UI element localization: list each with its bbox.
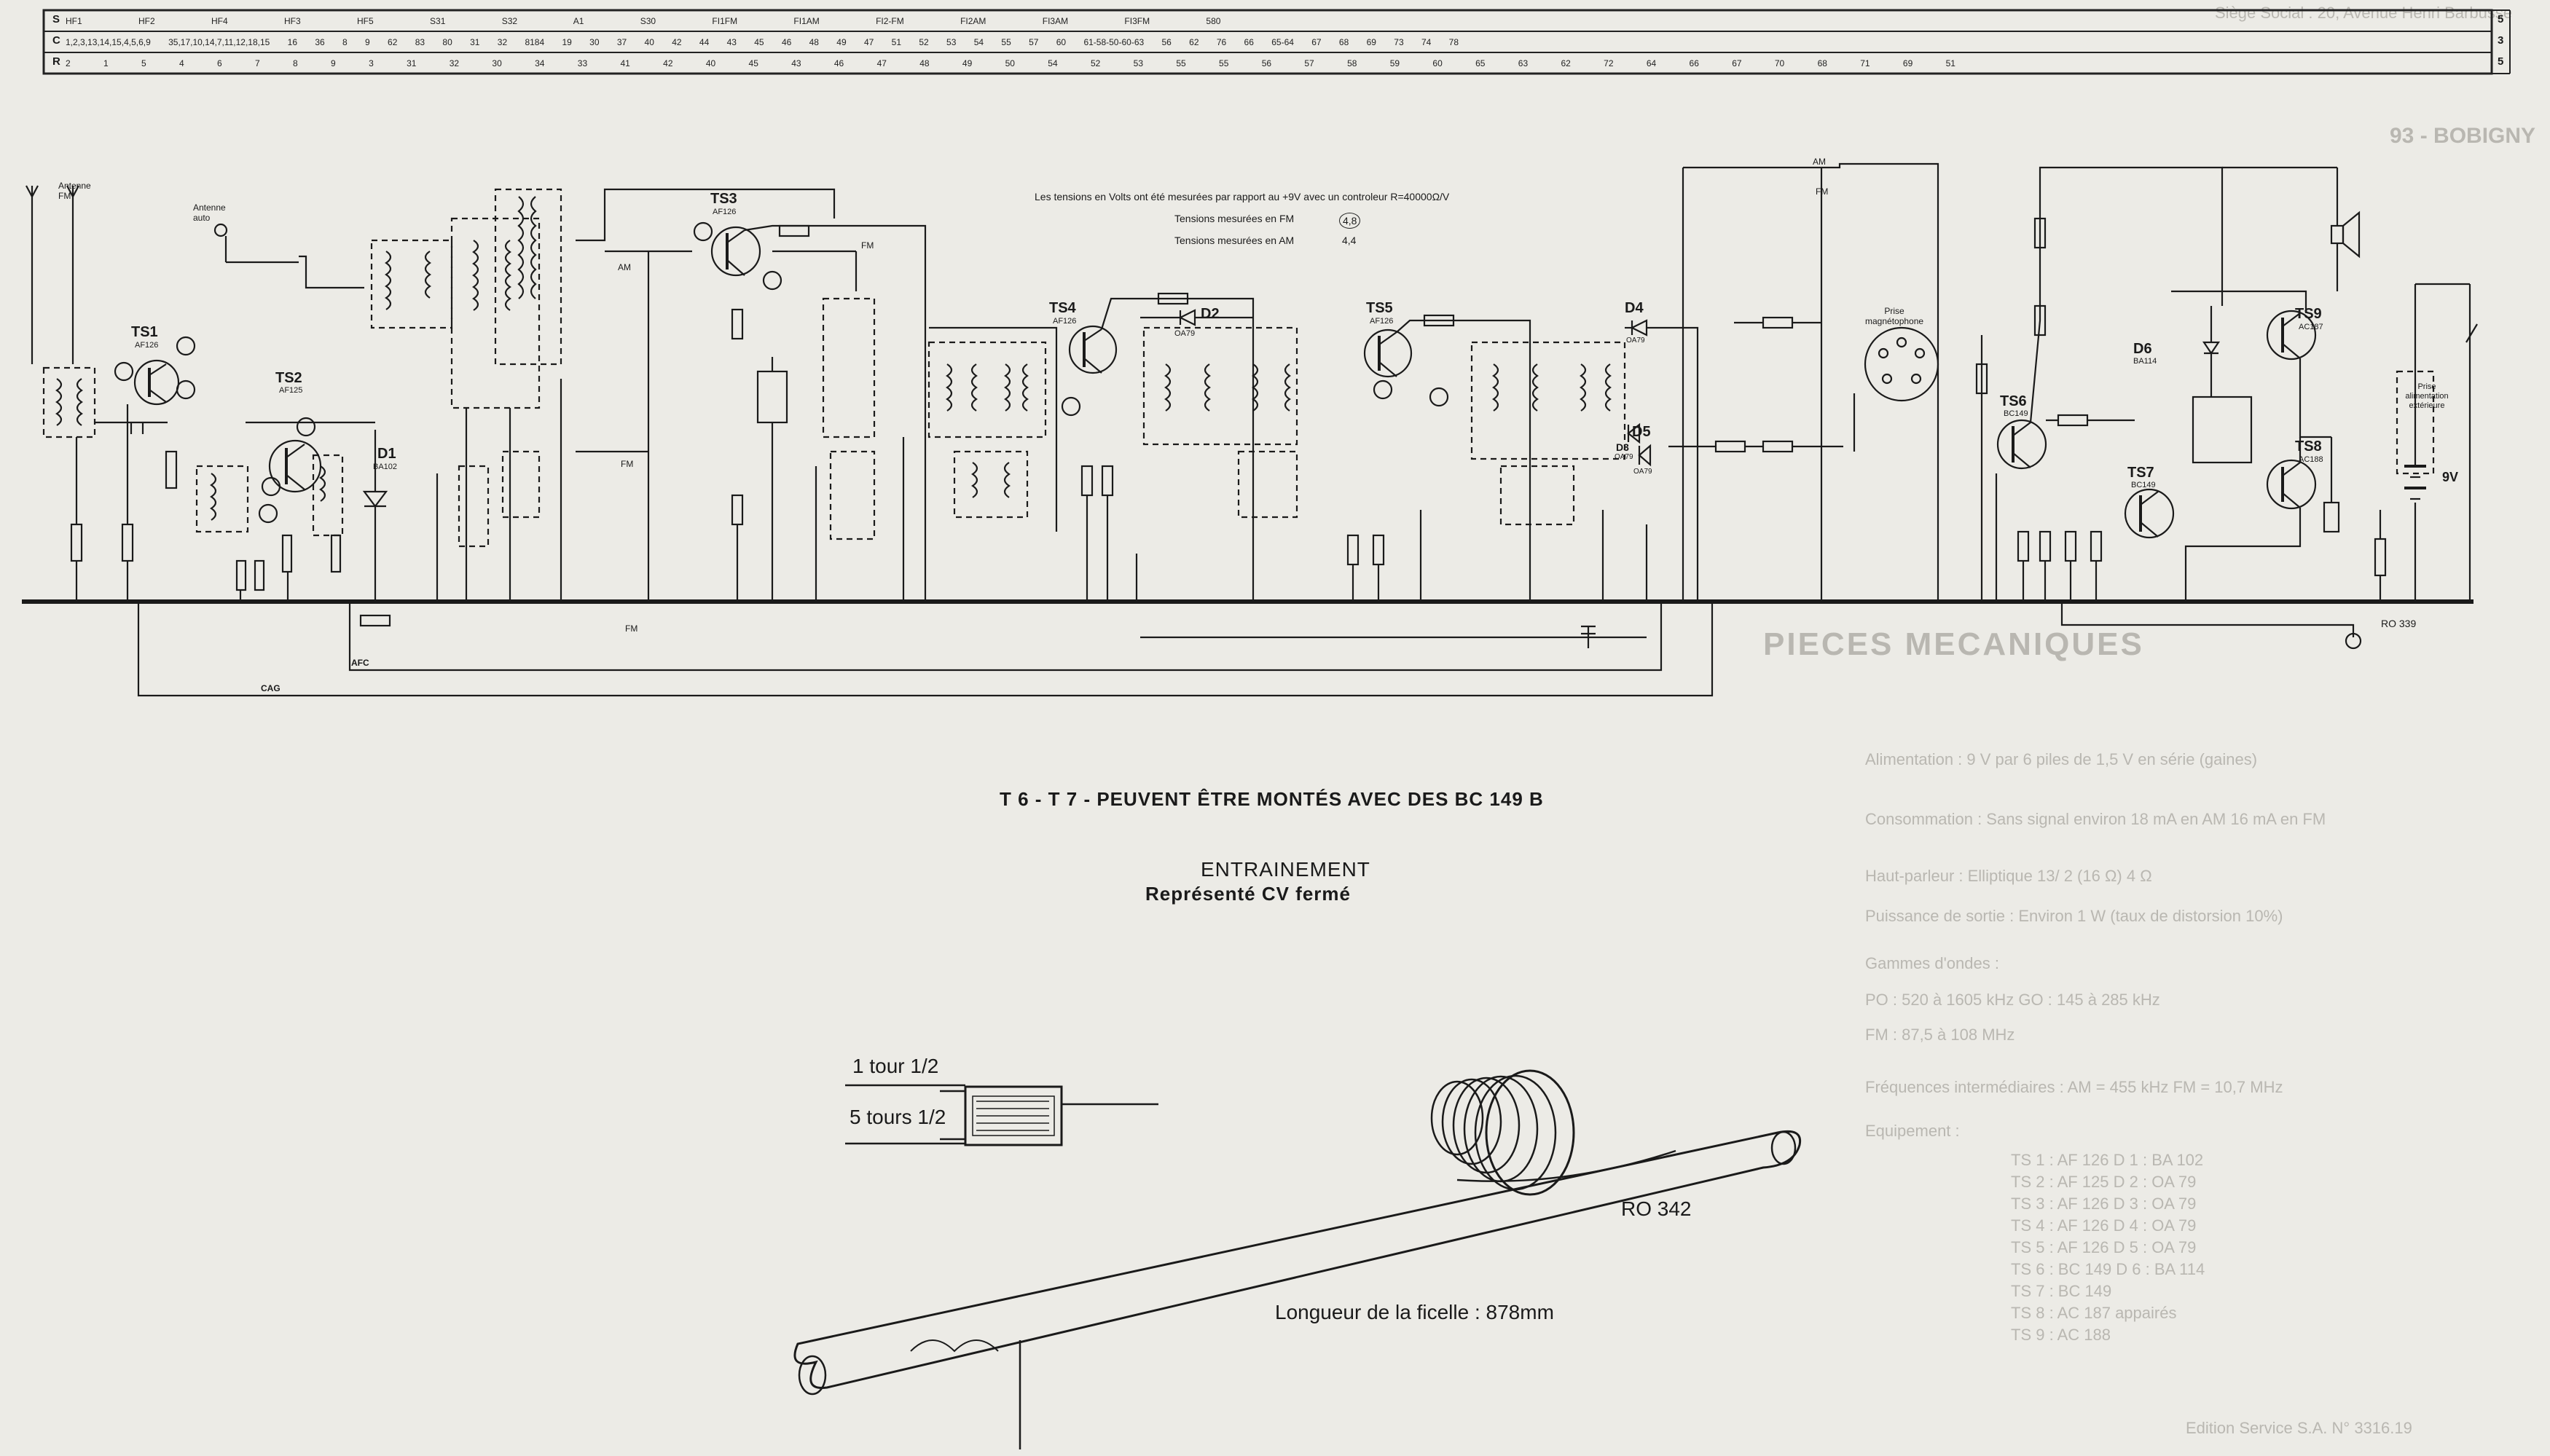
transistor-type: BC149 — [2004, 409, 2028, 418]
transistor-label: TS1 — [131, 324, 158, 340]
transistor-type: AF126 — [1370, 317, 1394, 326]
ghost-line: 93 - BOBIGNY — [2390, 124, 2536, 148]
ghost-line: TS 8 : AC 187 appairés — [2011, 1304, 2177, 1322]
ghost-line: Gammes d'ondes : — [1865, 954, 1999, 972]
ro-code-label: RO 339 — [2381, 618, 2417, 629]
diode-label: D6 — [2133, 341, 2152, 357]
strip-row-label: 3 — [2498, 34, 2504, 47]
diode-type: OA79 — [1633, 468, 1652, 476]
ghost-line: TS 3 : AF 126 D 3 : OA 79 — [2011, 1195, 2197, 1213]
transistor-label: TS5 — [1366, 300, 1393, 316]
transistor-label: TS2 — [275, 370, 302, 386]
strip-row-label: 5 — [2498, 13, 2504, 25]
transistor-label: TS3 — [710, 191, 737, 207]
diode-label: D2 — [1201, 306, 1220, 322]
strip-row-label: S — [52, 13, 60, 25]
transistor-substitution-note: T 6 - T 7 - PEUVENT ÊTRE MONTÉS AVEC DES… — [1000, 788, 1544, 810]
transistor-type: AF126 — [1053, 317, 1077, 326]
transistor-label: TS6 — [2000, 393, 2027, 409]
part-ref: RO 342 — [1621, 1197, 1692, 1220]
ghost-line: TS 7 : BC 149 — [2011, 1282, 2112, 1300]
transistor-label: TS7 — [2127, 465, 2154, 481]
strip-row-label: C — [52, 34, 60, 47]
diode-type: OA79 — [1626, 337, 1645, 345]
transistor-label: TS8 — [2295, 438, 2322, 454]
spool-label-1: 1 tour 1/2 — [852, 1055, 939, 1077]
fm-switch-label: FM — [861, 240, 874, 251]
fm-switch-label: FM — [1816, 186, 1829, 197]
voltage-note: Les tensions en Volts ont été mesurées p… — [1035, 191, 1450, 202]
ghost-line: FM : 87,5 à 108 MHz — [1865, 1026, 2015, 1044]
ghost-line: Fréquences intermédiaires : AM = 455 kHz… — [1865, 1078, 2283, 1096]
transistor-label: TS4 — [1049, 300, 1076, 316]
diode-label: D3 — [1616, 441, 1629, 453]
ghost-line: TS 5 : AF 126 D 5 : OA 79 — [2011, 1238, 2197, 1256]
tape-socket-label: Prise magnétophone — [1865, 306, 1924, 326]
ghost-line: TS 1 : AF 126 D 1 : BA 102 — [2011, 1151, 2204, 1169]
diode-type: BA114 — [2133, 357, 2157, 366]
ghost-line: TS 6 : BC 149 D 6 : BA 114 — [2011, 1260, 2205, 1278]
fm-switch-label: FM — [625, 623, 638, 634]
drive-diagram — [793, 1069, 1802, 1449]
antenna-auto-label: Antenne auto — [193, 202, 226, 223]
drive-subtitle: Représenté CV fermé — [1145, 883, 1351, 905]
ghost-line: Equipement : — [1865, 1122, 1960, 1140]
transistor-type: AC188 — [2299, 455, 2323, 464]
diode-type: BA102 — [373, 463, 398, 471]
ghost-line: TS 4 : AF 126 D 4 : OA 79 — [2011, 1216, 2197, 1235]
agc-label: CAG — [261, 683, 280, 693]
voltage-am-value: 4,4 — [1342, 235, 1357, 246]
battery-voltage-label: 9V — [2442, 470, 2459, 484]
strip-row-label: R — [52, 55, 60, 68]
voltage-fm-label: Tensions mesurées en FM — [1174, 213, 1295, 224]
transistor-type: BC149 — [2131, 481, 2156, 489]
am-switch-label: AM — [1813, 157, 1826, 167]
am-switch-label: AM — [618, 262, 631, 272]
antenna-fm-label: Antenne FM — [58, 181, 91, 201]
diode-label: D5 — [1632, 424, 1651, 440]
ghost-heading: PIECES MECANIQUES — [1763, 626, 2144, 662]
transistor-type: AC187 — [2299, 323, 2323, 331]
strip-row: HF1 HF2 HF4 HF3 HF5 S31 S32 A1 S30 FI1FM… — [66, 16, 1221, 26]
ghost-line: Alimentation : 9 V par 6 piles de 1,5 V … — [1865, 750, 2258, 768]
strip-row-label: 5 — [2498, 55, 2504, 68]
fm-switch-label: FM — [621, 459, 634, 469]
ghost-line: Consommation : Sans signal environ 18 mA… — [1865, 810, 2326, 828]
ghost-line: TS 2 : AF 125 D 2 : OA 79 — [2011, 1173, 2197, 1191]
ghost-line: Haut-parleur : Elliptique 13/ 2 (16 Ω) 4… — [1865, 867, 2152, 885]
external-supply-label: Prise alimentation extérieure — [2405, 382, 2449, 410]
diode-type: OA79 — [1615, 453, 1633, 461]
ghost-line: TS 9 : AC 188 — [2011, 1326, 2111, 1344]
strip-row: 2 1 5 4 6 7 8 9 3 31 32 30 34 33 41 42 4… — [66, 58, 1955, 68]
transistor-label: TS9 — [2295, 306, 2322, 322]
ghost-line: PO : 520 à 1605 kHz GO : 145 à 285 kHz — [1865, 991, 2160, 1009]
voltage-fm-value: 4,8 — [1339, 213, 1361, 229]
drive-title: ENTRAINEMENT — [1201, 858, 1370, 881]
circuit-schematic — [22, 162, 2478, 697]
strip-row: 1,2,3,13,14,15,4,5,6,9 35,17,10,14,7,11,… — [66, 37, 1459, 47]
transistor-type: AF125 — [279, 386, 303, 395]
spool-label-2: 5 tours 1/2 — [850, 1106, 946, 1128]
transistor-type: AF126 — [713, 208, 737, 216]
diode-label: D1 — [377, 446, 396, 462]
diode-type: OA79 — [1174, 329, 1196, 338]
transistor-type: AF126 — [135, 341, 159, 350]
diode-label: D4 — [1625, 300, 1644, 316]
ghost-line: Siège Social : 20, Avenue Henri Barbusse — [2215, 4, 2513, 22]
voltage-am-label: Tensions mesurées en AM — [1174, 235, 1295, 246]
ghost-line: Puissance de sortie : Environ 1 W (taux … — [1865, 907, 2283, 925]
afc-label: AFC — [351, 658, 369, 668]
ghost-line: Edition Service S.A. N° 3316.19 — [2186, 1419, 2412, 1437]
string-length-note: Longueur de la ficelle : 878mm — [1275, 1301, 1554, 1323]
numbering-strip — [42, 9, 2511, 75]
